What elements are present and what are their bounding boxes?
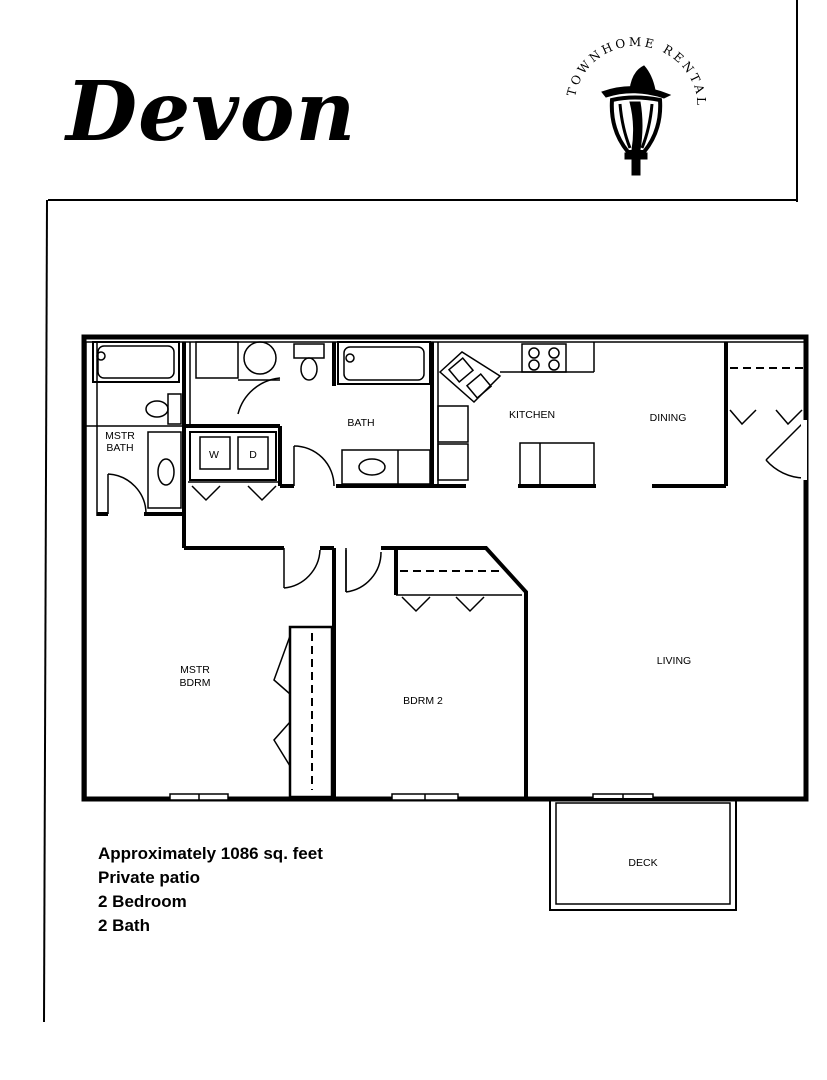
- room-labels: MSTR BATH BATH W D KITCHEN DINING MSTR B…: [105, 409, 691, 869]
- page-frame: [43, 0, 798, 1023]
- feature-bedrooms: 2 Bedroom: [98, 892, 187, 911]
- floorplan: [81, 334, 809, 911]
- mstr-bath-label-1: MSTR: [105, 430, 135, 442]
- dining-label: DINING: [650, 412, 687, 424]
- feature-baths: 2 Bath: [98, 916, 150, 935]
- dryer-label: D: [249, 449, 257, 461]
- lantern-icon: [601, 65, 672, 176]
- mstr-bdrm-label-1: MSTR: [180, 664, 210, 676]
- bdrm2-label: BDRM 2: [403, 695, 443, 707]
- living-label: LIVING: [657, 655, 691, 667]
- townhome-rental-logo: TOWNHOME RENTAL: [564, 35, 705, 176]
- mstr-bdrm-label-2: BDRM: [180, 677, 211, 689]
- deck-outline: [549, 798, 737, 911]
- washer-label: W: [209, 449, 219, 461]
- bath-label: BATH: [347, 417, 374, 429]
- mstr-bath-label-2: BATH: [106, 442, 133, 454]
- deck-label: DECK: [628, 857, 657, 869]
- kitchen-label: KITCHEN: [509, 409, 555, 421]
- feature-patio: Private patio: [98, 868, 201, 887]
- plan-title: Devon: [64, 64, 356, 160]
- feature-sqft: Approximately 1086 sq. feet: [98, 844, 323, 863]
